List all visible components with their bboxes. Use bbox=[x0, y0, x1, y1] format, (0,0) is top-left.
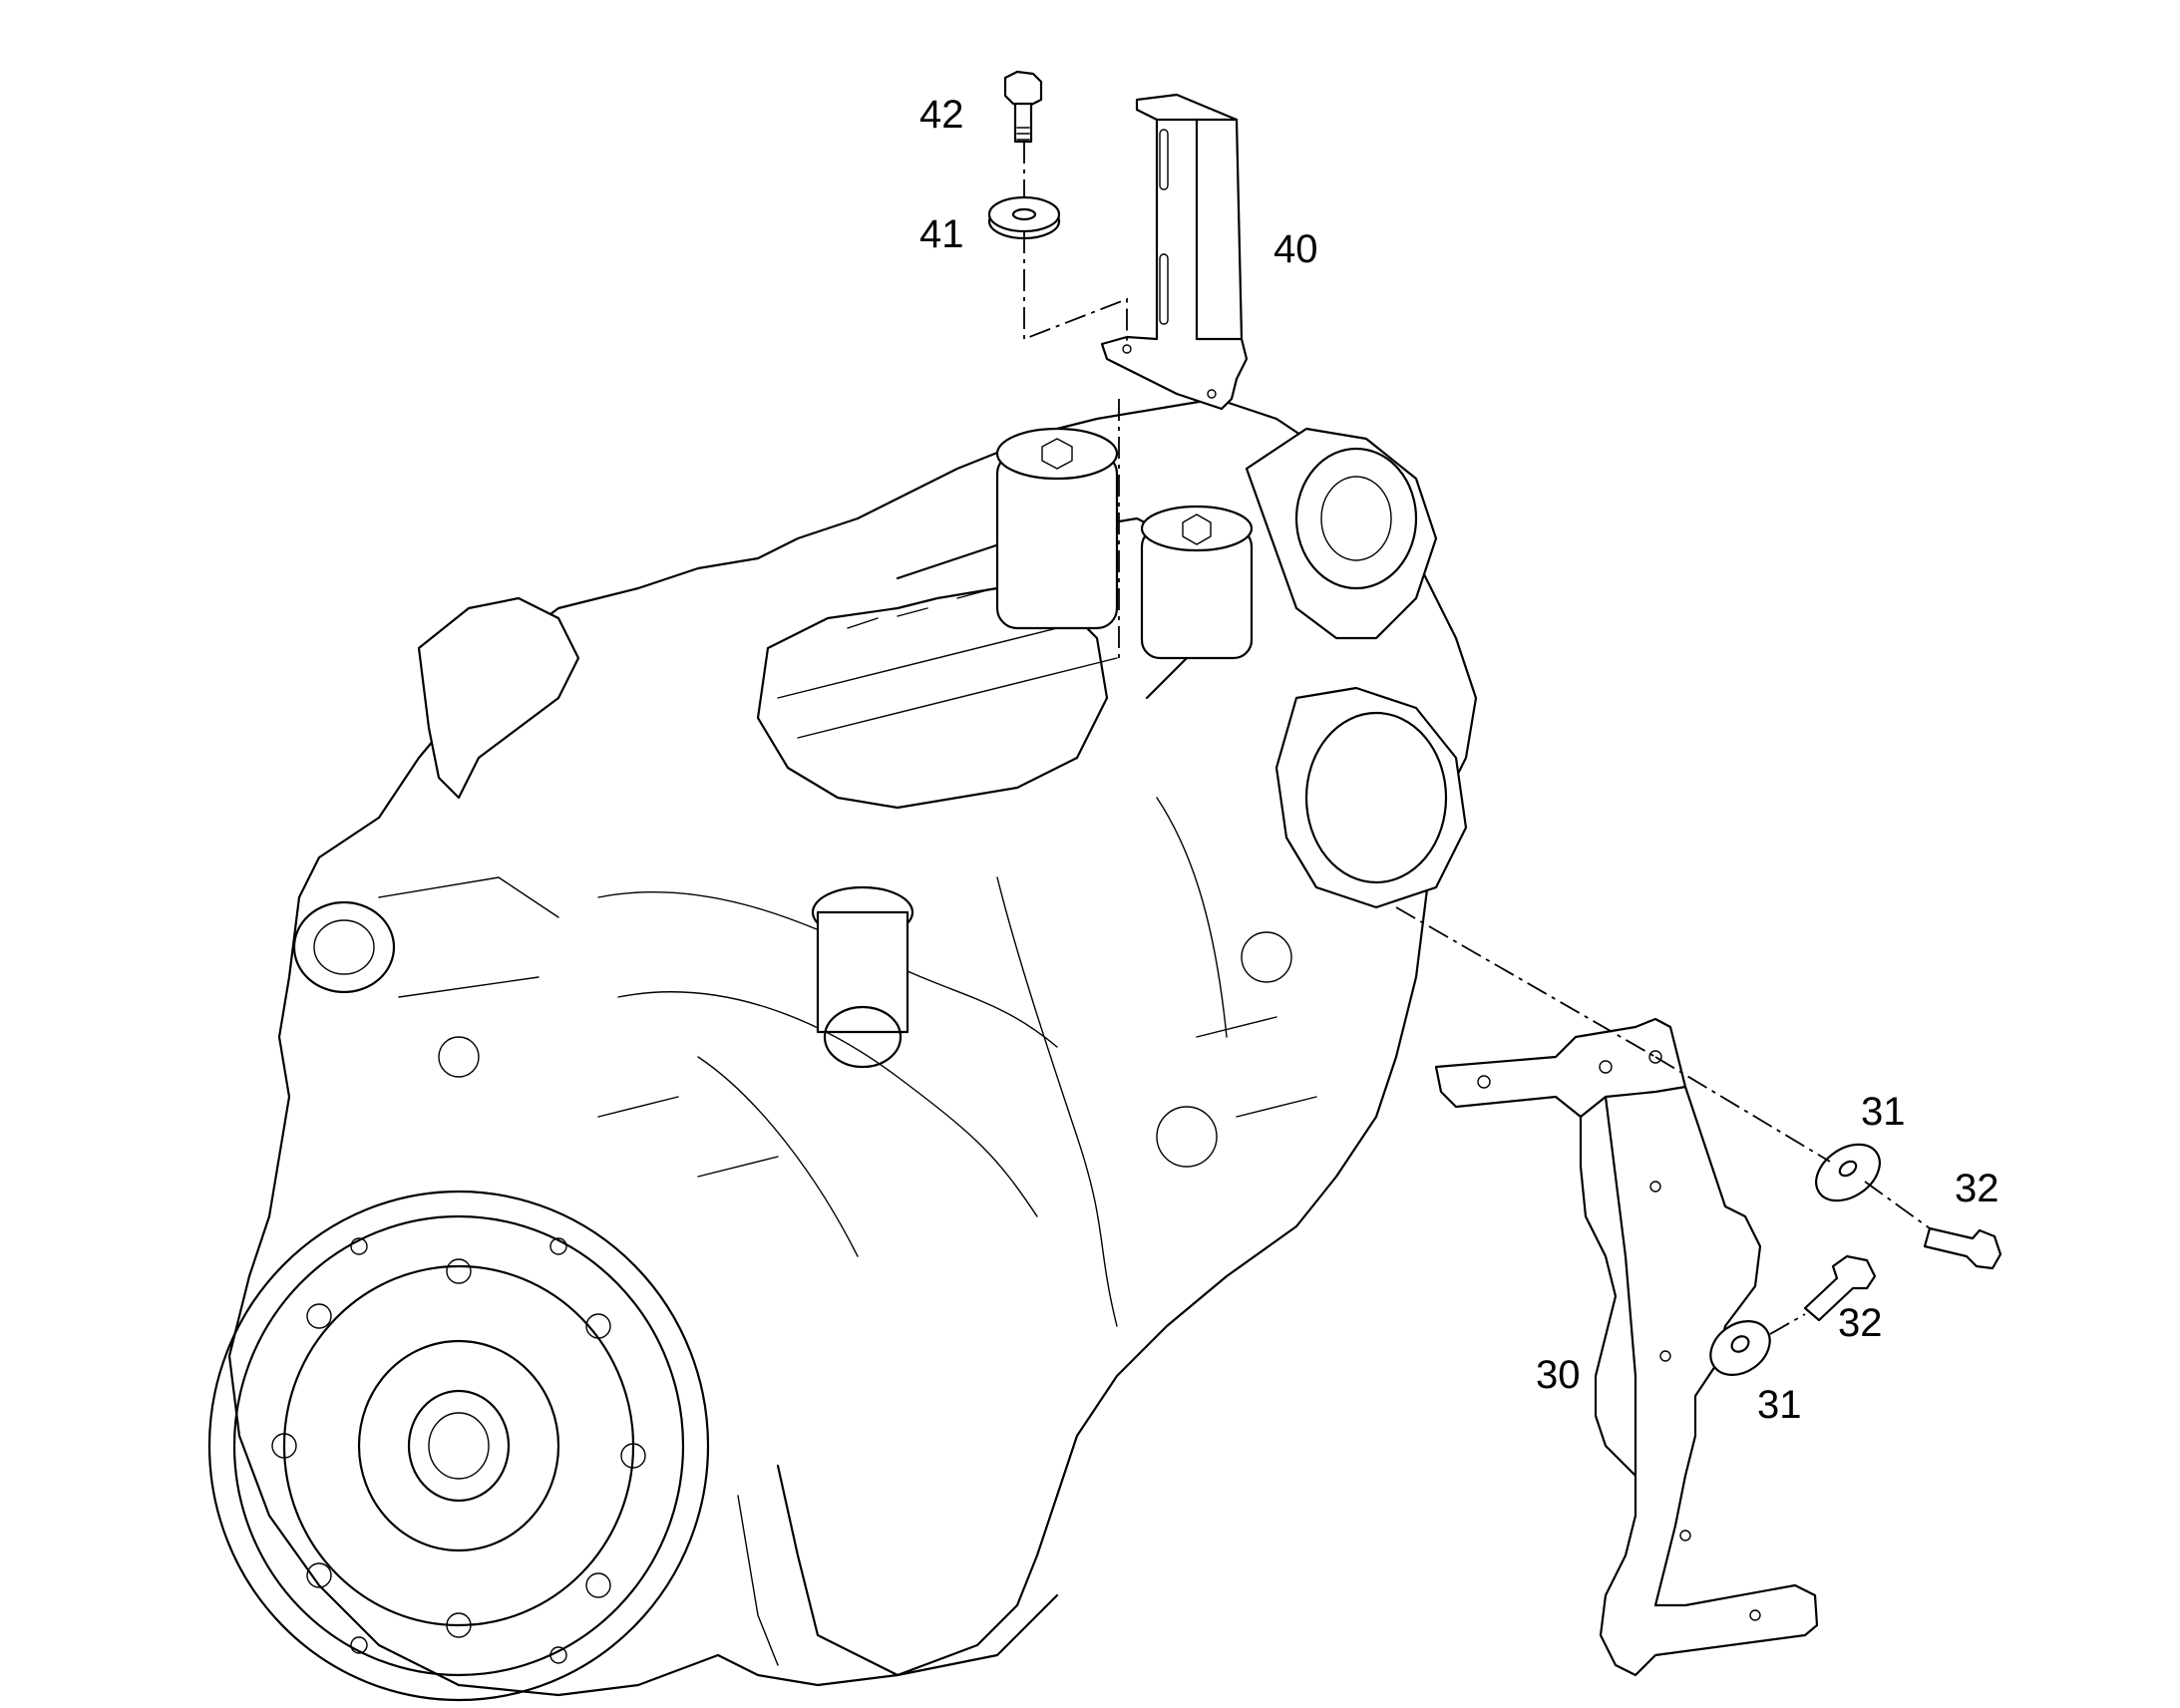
flywheel bbox=[207, 1190, 710, 1702]
bolt-42 bbox=[1003, 70, 1043, 144]
turbocharger bbox=[1245, 427, 1468, 909]
washer-41 bbox=[987, 195, 1061, 240]
assembly-lines bbox=[1023, 142, 1931, 1335]
bolt-32-upper bbox=[1923, 1226, 2002, 1270]
callout-31-lower: 31 bbox=[1757, 1383, 1802, 1427]
engine-assembly bbox=[207, 397, 1478, 1702]
callouts: 42 41 40 31 32 32 30 31 bbox=[919, 93, 1999, 1427]
fuel-filter bbox=[1140, 505, 1254, 660]
bracket-30 bbox=[1434, 1017, 1819, 1677]
washer-31-upper bbox=[1815, 1143, 1881, 1202]
callout-30: 30 bbox=[1536, 1353, 1581, 1397]
bolt-32-lower bbox=[1803, 1254, 1877, 1322]
callout-40: 40 bbox=[1273, 227, 1318, 271]
callout-31-upper: 31 bbox=[1861, 1090, 1906, 1134]
callout-32-upper: 32 bbox=[1955, 1167, 1999, 1210]
callout-32-lower: 32 bbox=[1838, 1301, 1883, 1345]
callout-42: 42 bbox=[919, 93, 964, 137]
washer-31-lower bbox=[1709, 1320, 1771, 1376]
callout-41: 41 bbox=[919, 212, 964, 256]
bracket-40 bbox=[1100, 93, 1249, 411]
oil-filter bbox=[995, 427, 1119, 630]
